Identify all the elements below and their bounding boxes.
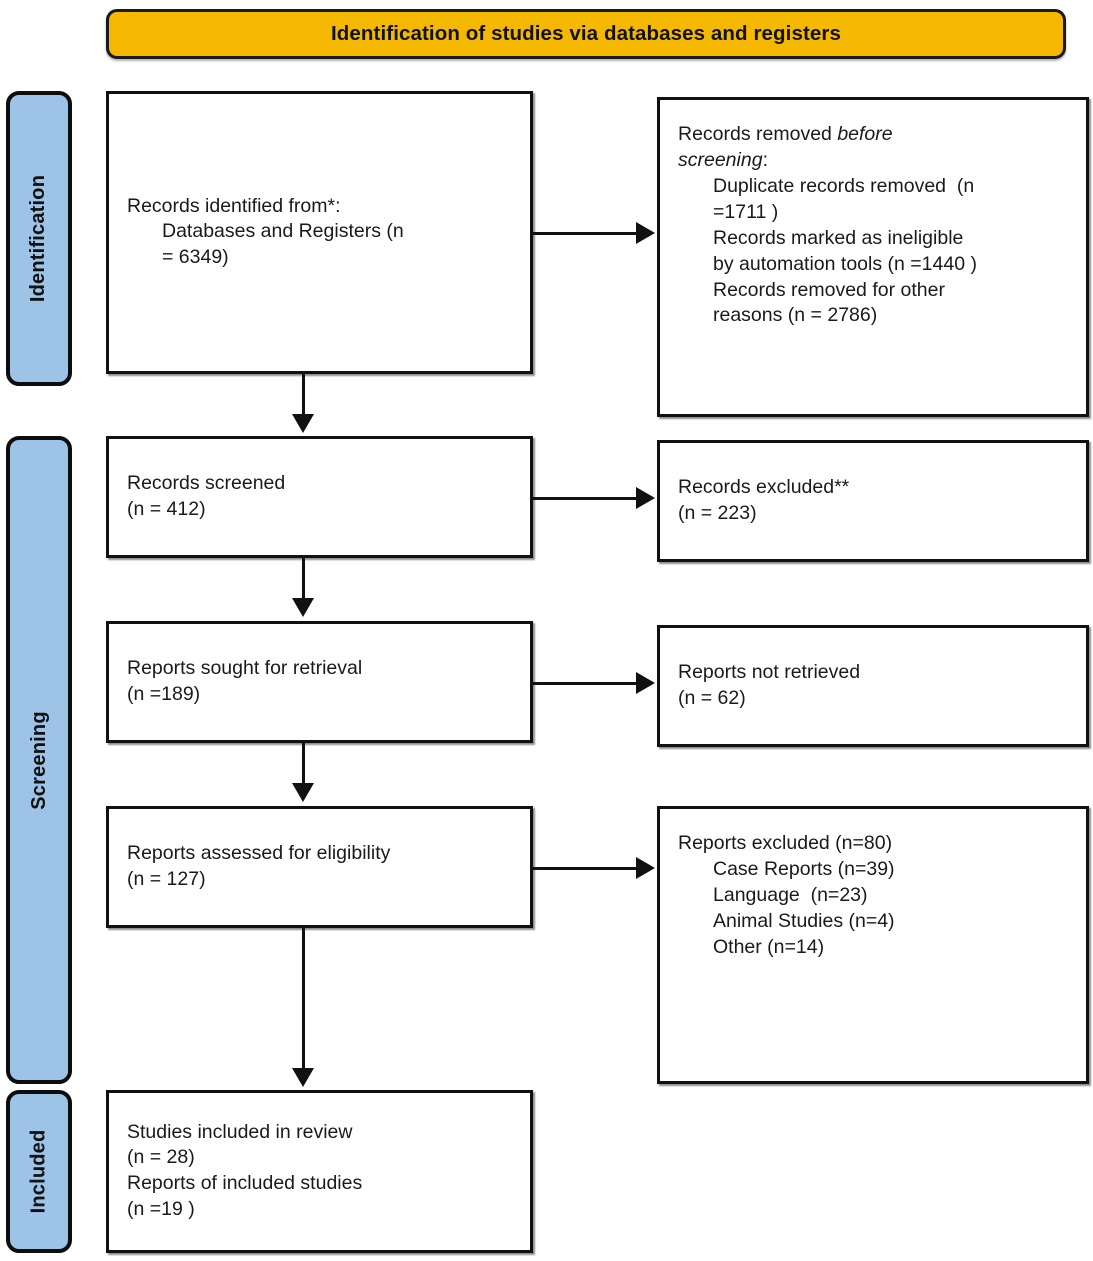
connector-line-sought-to-assessed <box>302 743 305 786</box>
arrowhead-down-icon <box>292 1068 314 1087</box>
text-line: Other (n=14) <box>713 935 825 958</box>
text-line: Reports of included studies <box>127 1172 363 1195</box>
text-line: Records removed for other <box>713 278 945 301</box>
text-line: reasons (n = 2786) <box>713 304 878 327</box>
arrowhead-down-icon <box>292 783 314 802</box>
arrowhead-right-icon <box>636 487 655 509</box>
arrowhead-down-icon <box>292 414 314 433</box>
box-records-removed-before-screening: Records removed before screening: Duplic… <box>657 97 1089 417</box>
connector-line-identified-to-removed <box>533 232 638 235</box>
box-reports-excluded-content: Reports excluded (n=80) Case Reports (n=… <box>660 809 1086 961</box>
text-fragment-italic: before <box>837 123 893 145</box>
box-studies-included-content: Studies included in review (n = 28) Repo… <box>109 1120 530 1224</box>
text-line: (n = 127) <box>127 868 206 890</box>
arrowhead-right-icon <box>636 672 655 694</box>
box-reports-excluded: Reports excluded (n=80) Case Reports (n=… <box>657 806 1089 1084</box>
connector-line-identified-to-screened <box>302 374 305 417</box>
diagram-title: Identification of studies via databases … <box>331 22 841 45</box>
stage-label-screening: Screening <box>27 710 50 810</box>
text-line: Records marked as ineligible <box>713 226 964 249</box>
box-records-identified-content: Records identified from*: Databases and … <box>109 194 530 272</box>
stage-label-included: Included <box>27 1129 50 1214</box>
box-records-screened: Records screened (n = 412) <box>106 436 533 558</box>
text-line: Records removed before <box>678 122 1068 148</box>
text-line: Reports assessed for eligibility <box>127 842 391 865</box>
diagram-header-banner: Identification of studies via databases … <box>106 9 1066 59</box>
text-line: Reports sought for retrieval <box>127 657 363 680</box>
text-line: (n = 412) <box>127 498 206 520</box>
arrowhead-right-icon <box>636 857 655 879</box>
text-line: Reports excluded (n=80) <box>678 832 893 854</box>
text-fragment: Records removed <box>678 123 838 145</box>
box-reports-sought-content: Reports sought for retrieval (n =189) <box>109 656 530 708</box>
box-records-excluded-content: Records excluded** (n = 223) <box>660 475 1086 527</box>
text-line: (n = 28) <box>127 1146 195 1169</box>
box-reports-assessed-for-eligibility: Reports assessed for eligibility (n = 12… <box>106 806 533 928</box>
text-line: = 6349) <box>162 246 229 269</box>
box-reports-sought-for-retrieval: Reports sought for retrieval (n =189) <box>106 621 533 743</box>
connector-line-screened-to-sought <box>302 558 305 600</box>
text-line: Language (n=23) <box>713 883 868 906</box>
text-fragment: : <box>762 148 768 171</box>
connector-line-screened-to-excluded <box>533 497 638 500</box>
arrowhead-right-icon <box>636 222 655 244</box>
text-line: (n =19 ) <box>127 1198 195 1221</box>
text-line: Records screened <box>127 472 286 495</box>
box-records-screened-content: Records screened (n = 412) <box>109 471 530 523</box>
text-line: Duplicate records removed (n <box>713 174 975 197</box>
text-line: by automation tools (n =1440 ) <box>713 252 977 275</box>
box-records-excluded: Records excluded** (n = 223) <box>657 440 1089 562</box>
text-line: Studies included in review <box>127 1120 353 1143</box>
stage-bar-included: Included <box>6 1090 72 1253</box>
text-line: screening: <box>678 148 1068 174</box>
box-reports-not-retrieved-content: Reports not retrieved (n = 62) <box>660 660 1086 712</box>
text-line: =1711 ) <box>713 200 779 223</box>
text-fragment-italic: screening <box>678 148 763 171</box>
connector-line-assessed-to-included <box>302 928 305 1070</box>
text-line: Databases and Registers (n <box>162 220 404 243</box>
text-line: Reports not retrieved <box>678 661 861 684</box>
stage-bar-identification: Identification <box>6 91 72 386</box>
text-line: Animal Studies (n=4) <box>713 909 895 932</box>
connector-line-sought-to-not-retrieved <box>533 682 638 685</box>
box-records-removed-content: Records removed before screening: Duplic… <box>660 100 1086 329</box>
arrowhead-down-icon <box>292 598 314 617</box>
stage-bar-screening: Screening <box>6 436 72 1084</box>
text-line: Records excluded** <box>678 476 850 499</box>
text-line: (n =189) <box>127 683 201 705</box>
box-studies-included-in-review: Studies included in review (n = 28) Repo… <box>106 1090 533 1253</box>
connector-line-assessed-to-excluded-reports <box>533 867 638 870</box>
box-reports-not-retrieved: Reports not retrieved (n = 62) <box>657 625 1089 747</box>
box-reports-assessed-content: Reports assessed for eligibility (n = 12… <box>109 841 530 893</box>
stage-label-identification: Identification <box>27 174 50 303</box>
text-line: Records identified from*: <box>127 194 341 217</box>
text-line: (n = 223) <box>678 502 757 524</box>
text-line: Case Reports (n=39) <box>713 857 895 880</box>
text-line: (n = 62) <box>678 687 746 709</box>
box-records-identified: Records identified from*: Databases and … <box>106 91 533 374</box>
